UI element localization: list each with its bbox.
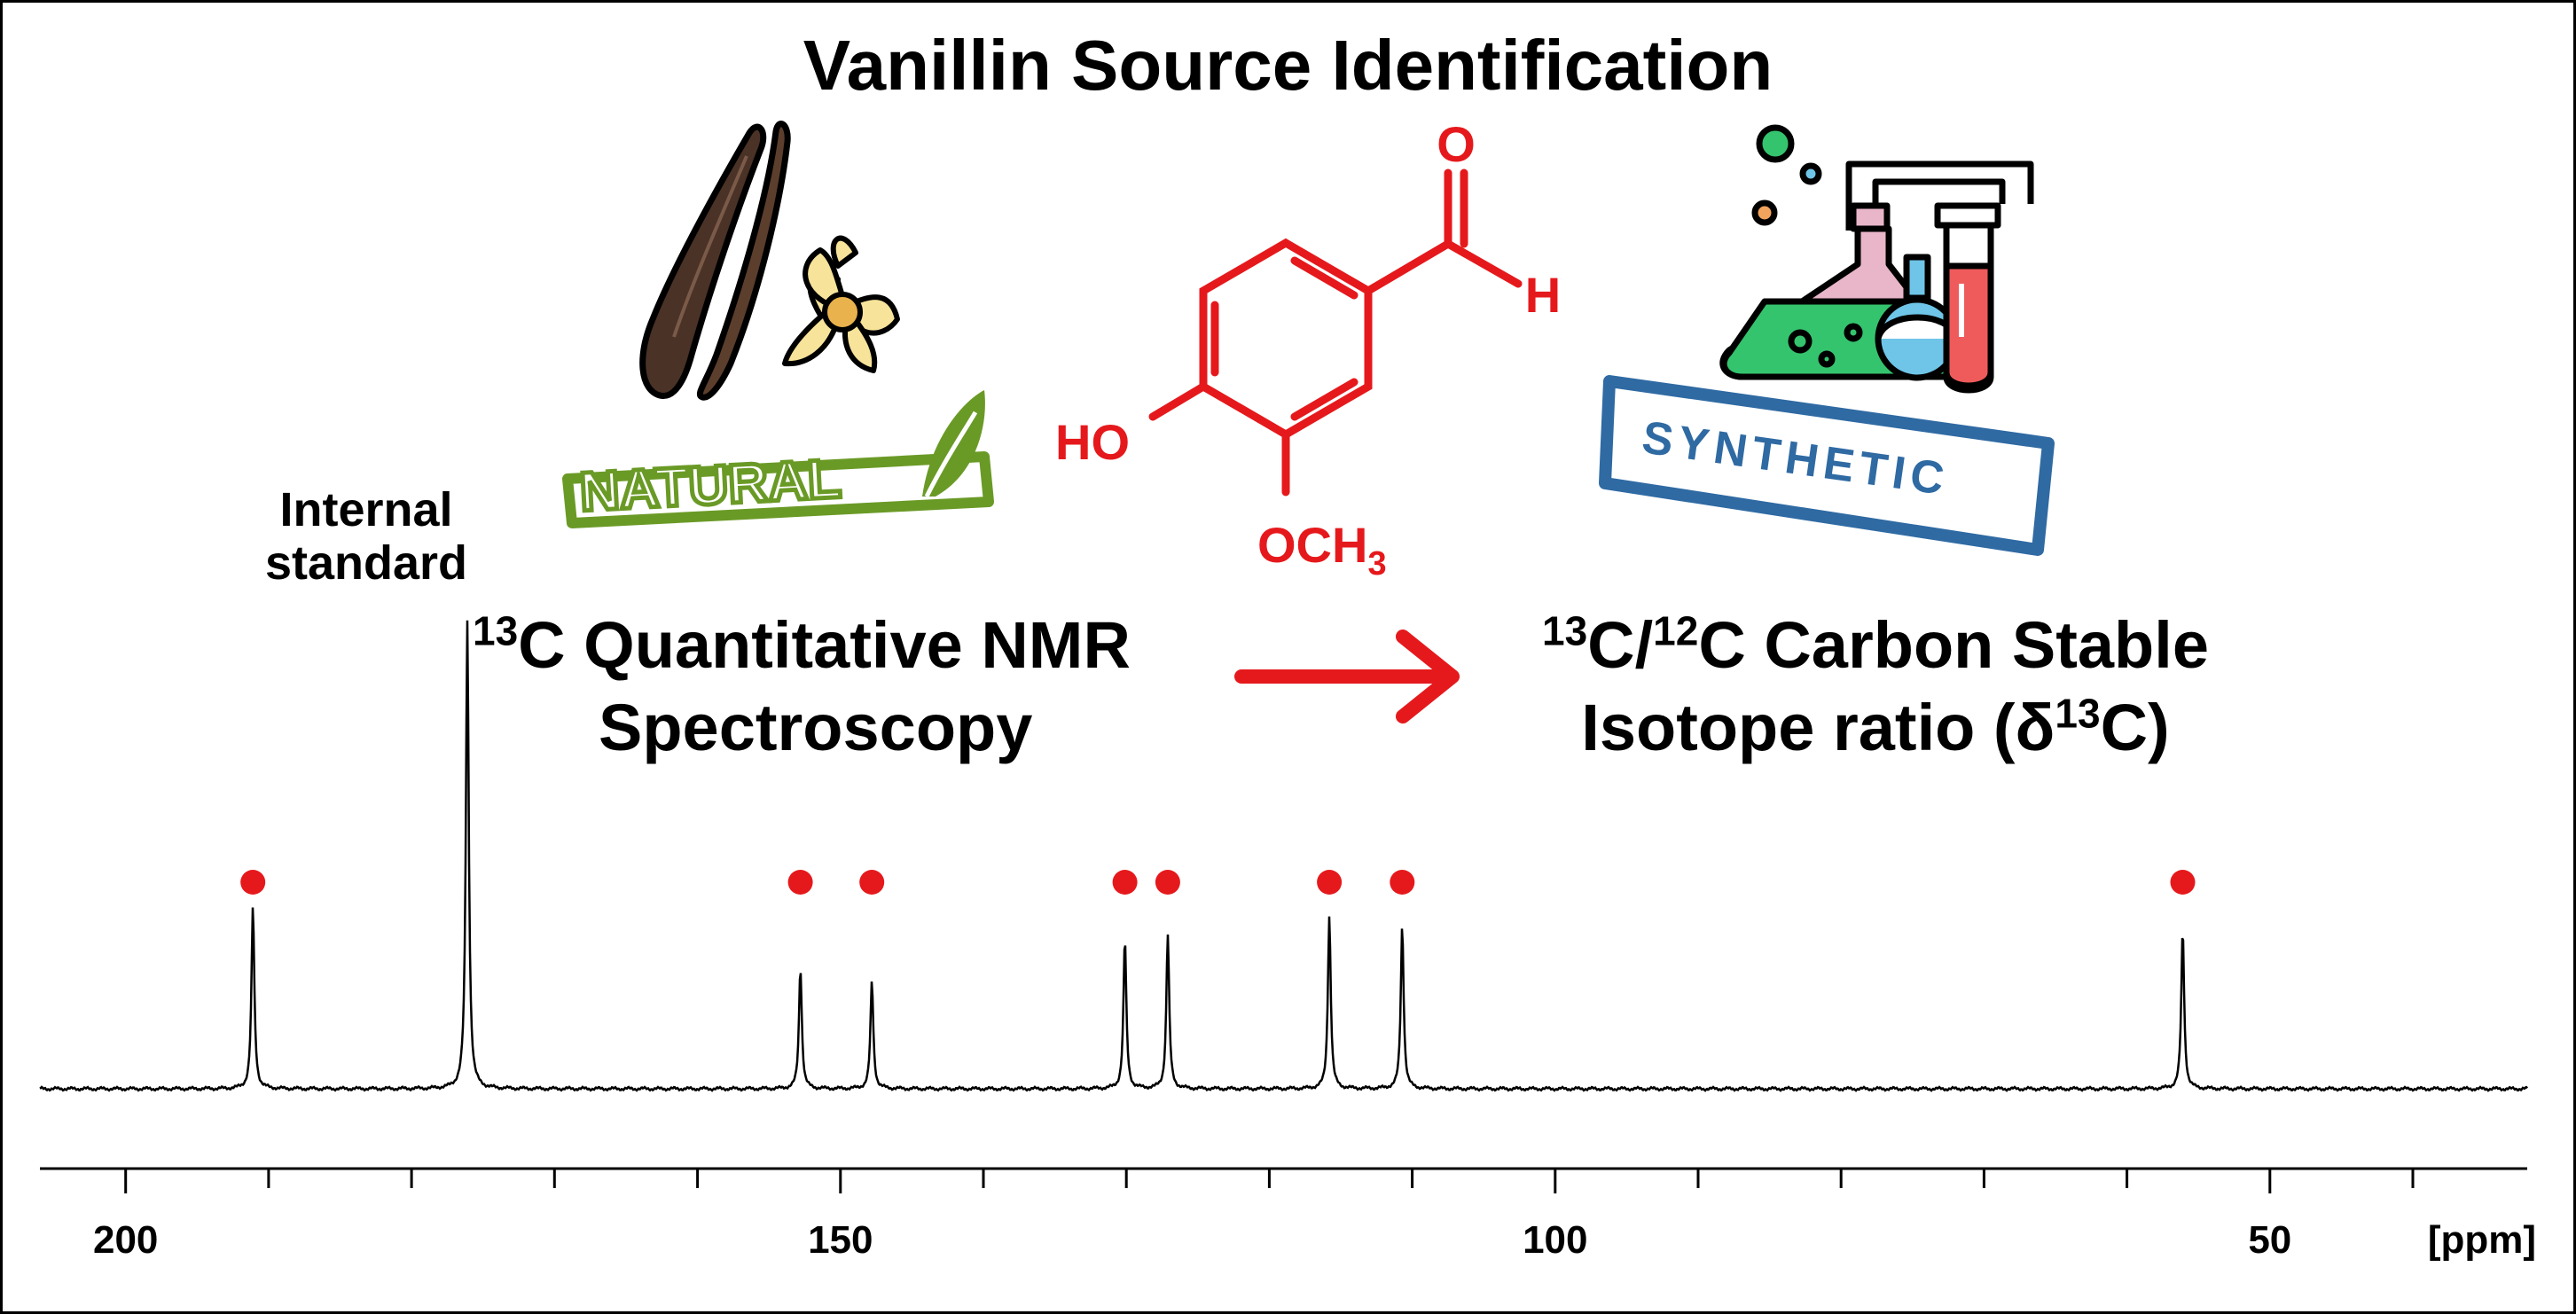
vanilla-flower-icon xyxy=(782,235,900,373)
x-axis-ticks: 200 150 100 50 xyxy=(93,1169,2415,1262)
x-axis-tick-label: 200 xyxy=(93,1218,158,1262)
irms-method-label: 13C/12C Carbon Stable Isotope ratio (δ13… xyxy=(1542,607,2209,764)
peak-marker-dot xyxy=(859,870,885,895)
internal-standard-label: Internal standard xyxy=(264,483,468,591)
lab-glassware-icon xyxy=(1719,124,2034,394)
vanillin-structure: O H HO OCH3 xyxy=(1055,116,1561,583)
natural-stamp: NATURAL xyxy=(562,390,994,528)
peak-markers xyxy=(240,870,2196,895)
x-axis-tick-label: 50 xyxy=(2248,1218,2291,1262)
nmr-method-label: 13C Quantitative NMR Spectroscopy xyxy=(473,607,1131,764)
x-axis-unit-label: [ppm] xyxy=(2428,1218,2536,1262)
peak-marker-dot xyxy=(787,870,813,895)
vanilla-pod-icon xyxy=(639,120,791,401)
aldehyde-hydrogen: H xyxy=(1525,267,1561,323)
natural-stamp-text: NATURAL xyxy=(578,449,842,523)
synthetic-stamp: SYNTHETIC xyxy=(1599,375,2055,556)
x-axis-tick-label: 100 xyxy=(1523,1218,1587,1262)
methoxy-group: OCH3 xyxy=(1257,517,1387,583)
x-axis-tick-label: 150 xyxy=(808,1218,873,1262)
peak-marker-dot xyxy=(2170,870,2196,895)
peak-marker-dot xyxy=(1317,870,1343,895)
aldehyde-oxygen: O xyxy=(1437,116,1476,172)
figure-title: Vanillin Source Identification xyxy=(803,26,1773,105)
peak-marker-dot xyxy=(1390,870,1415,895)
peak-marker-dot xyxy=(1155,870,1180,895)
arrow-right-icon xyxy=(1234,630,1460,723)
leaf-icon xyxy=(922,390,985,498)
spectrum-trace xyxy=(39,620,2528,1092)
peak-marker-dot xyxy=(1112,870,1138,895)
peak-marker-dot xyxy=(240,870,266,895)
hydroxyl-group: HO xyxy=(1055,414,1130,470)
nmr-spectrum: 200 150 100 50 [ppm] xyxy=(39,620,2536,1262)
